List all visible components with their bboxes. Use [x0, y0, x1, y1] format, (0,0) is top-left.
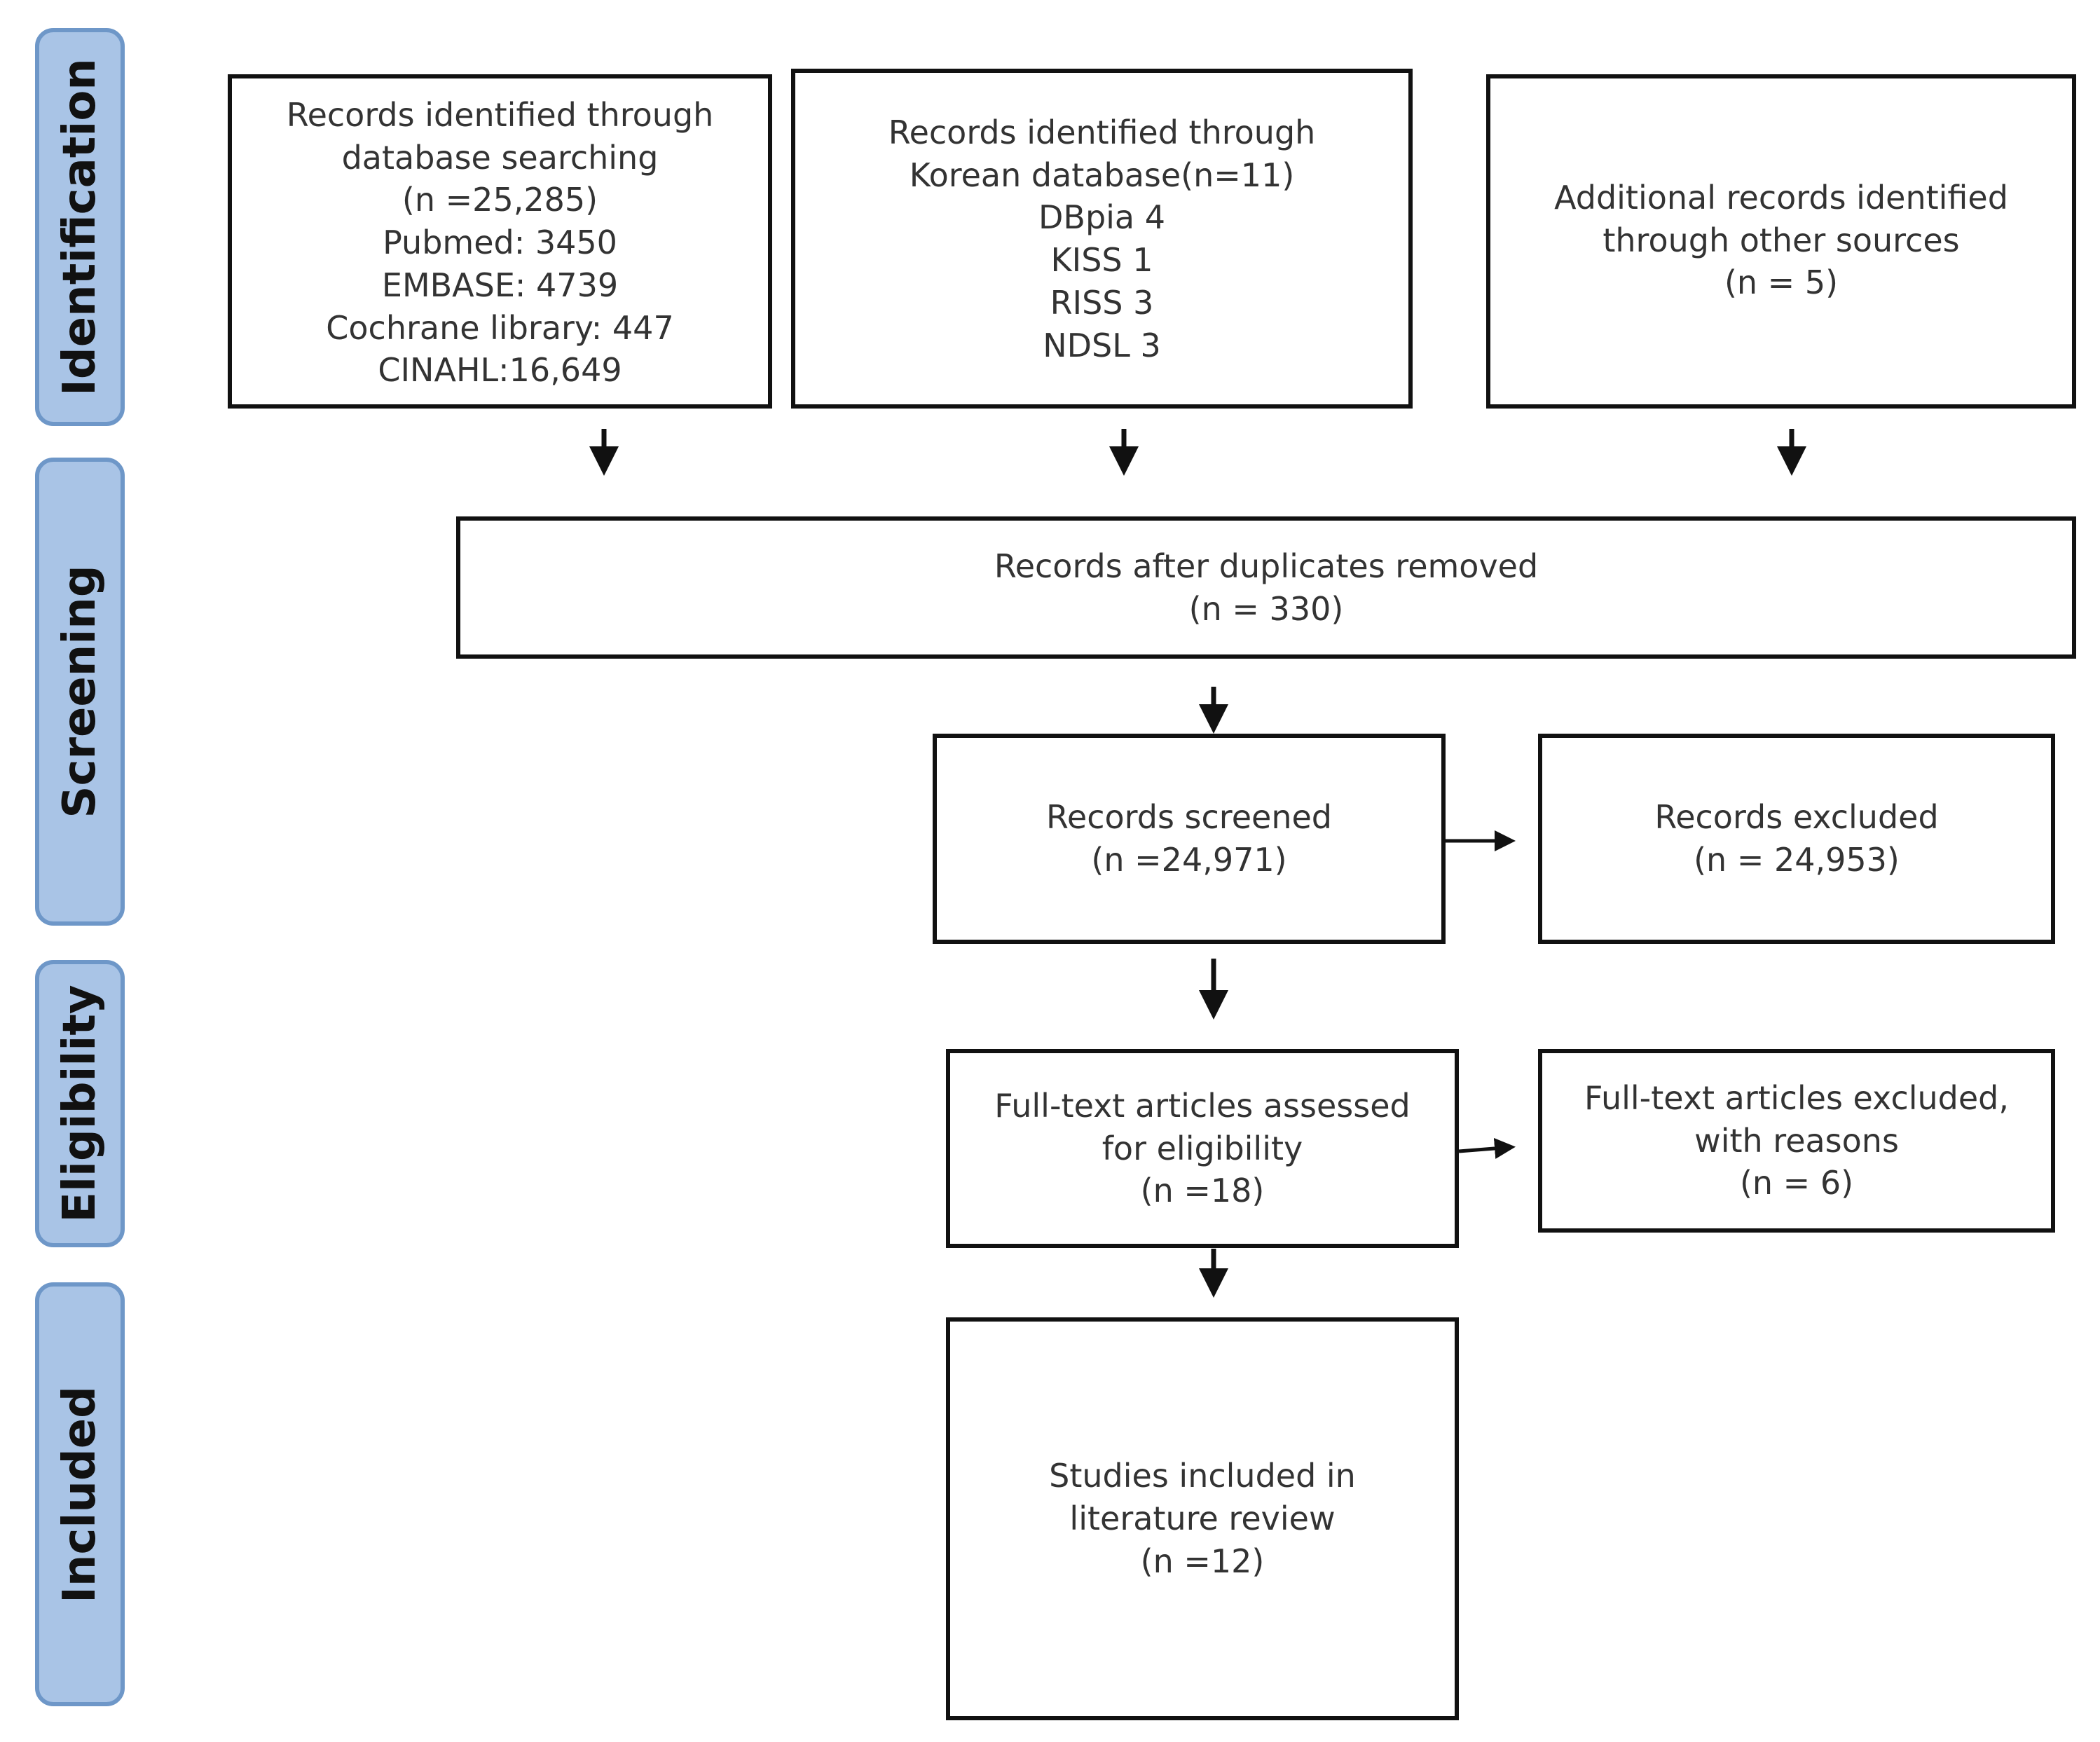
fulltext-excluded-line-2: with reasons: [1694, 1121, 1899, 1160]
korean-database-box: Records identified through Korean databa…: [791, 69, 1413, 409]
korean-database-line-3: DBpia 4: [1038, 198, 1166, 237]
database-search-line-7: CINAHL:16,649: [378, 351, 622, 390]
stage-identification: Identification: [35, 28, 125, 426]
database-search-line-4: Pubmed: 3450: [383, 224, 617, 262]
duplicates-removed-line-2: (n = 330): [1188, 589, 1344, 628]
database-search-line-2: database searching: [341, 138, 659, 177]
records-screened-box: Records screened (n =24,971): [933, 734, 1446, 944]
database-search-line-3: (n =25,285): [402, 181, 598, 219]
arrow-assessed-to-excluded: [1458, 1138, 1516, 1159]
studies-included-line-1: Studies included in: [1049, 1457, 1356, 1495]
other-sources-box: Additional records identified through ot…: [1486, 74, 2076, 409]
other-sources-line-2: through other sources: [1603, 221, 1960, 259]
duplicates-removed-line-1: Records after duplicates removed: [994, 547, 1539, 585]
fulltext-excluded-box: Full-text articles excluded, with reason…: [1538, 1049, 2055, 1233]
studies-included-line-3: (n =12): [1140, 1542, 1265, 1580]
korean-database-line-5: RISS 3: [1050, 283, 1154, 322]
records-excluded-line-2: (n = 24,953): [1694, 841, 1900, 879]
korean-database-line-2: Korean database(n=11): [909, 156, 1295, 194]
records-excluded-box: Records excluded (n = 24,953): [1538, 734, 2055, 944]
database-search-line-5: EMBASE: 4739: [381, 266, 619, 304]
records-excluded-line-1: Records excluded: [1654, 798, 1939, 837]
stage-eligibility: Eligibility: [35, 960, 125, 1247]
fulltext-excluded-line-1: Full-text articles excluded,: [1584, 1078, 2009, 1117]
other-sources-line-3: (n = 5): [1724, 263, 1839, 302]
korean-database-line-6: NDSL 3: [1043, 326, 1161, 364]
fulltext-assessed-line-1: Full-text articles assessed: [994, 1086, 1411, 1125]
fulltext-assessed-box: Full-text articles assessed for eligibil…: [946, 1049, 1459, 1248]
studies-included-line-2: literature review: [1069, 1500, 1336, 1538]
fulltext-excluded-line-3: (n = 6): [1739, 1164, 1854, 1202]
database-search-box: Records identified through database sear…: [228, 74, 772, 409]
stage-included: Included: [35, 1282, 125, 1706]
database-search-line-1: Records identified through: [286, 96, 714, 134]
records-screened-line-1: Records screened: [1046, 798, 1332, 837]
stage-screening: Screening: [35, 458, 125, 926]
database-search-line-6: Cochrane library: 447: [326, 308, 674, 347]
records-screened-line-2: (n =24,971): [1091, 841, 1287, 879]
fulltext-assessed-line-3: (n =18): [1140, 1172, 1265, 1210]
duplicates-removed-box: Records after duplicates removed (n = 33…: [456, 516, 2076, 659]
korean-database-line-1: Records identified through: [888, 114, 1316, 151]
korean-database-line-4: KISS 1: [1050, 241, 1153, 280]
other-sources-line-1: Additional records identified: [1554, 179, 2008, 217]
studies-included-box: Studies included in literature review (n…: [946, 1317, 1459, 1720]
fulltext-assessed-line-2: for eligibility: [1102, 1129, 1303, 1167]
